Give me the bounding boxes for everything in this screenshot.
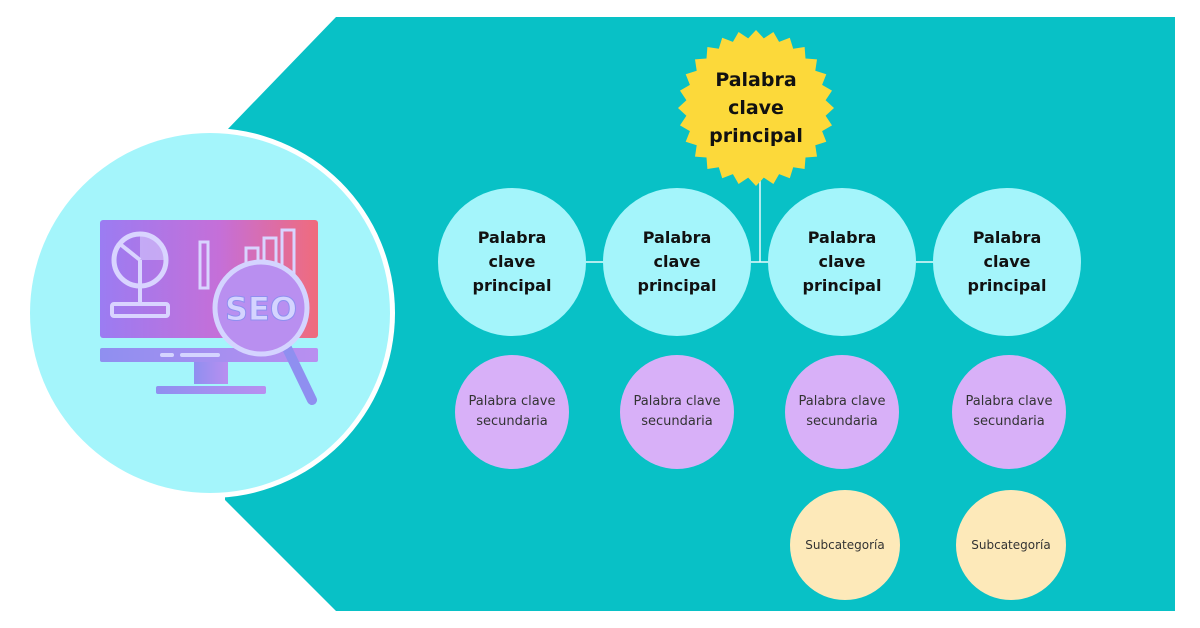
secondary-keyword-node: Palabra clave secundaria	[620, 355, 734, 469]
badge-starburst	[678, 30, 834, 186]
seo-monitor-magnifier-icon: SEO	[100, 220, 318, 405]
secondary-keyword-node: Palabra clave secundaria	[785, 355, 899, 469]
secondary-keyword-node: Palabra clave secundaria	[952, 355, 1066, 469]
secondary-keyword-node: Palabra clave secundaria	[455, 355, 569, 469]
root-keyword-badge: Palabra clave principal	[676, 30, 836, 190]
primary-keyword-node: Palabra clave principal	[768, 188, 916, 336]
starburst-shape	[678, 30, 834, 186]
subcategory-node: Subcategoría	[956, 490, 1066, 600]
primary-keyword-node: Palabra clave principal	[438, 188, 586, 336]
primary-keyword-node: Palabra clave principal	[933, 188, 1081, 336]
subcategory-node: Subcategoría	[790, 490, 900, 600]
seo-text: SEO	[225, 290, 297, 328]
primary-keyword-node: Palabra clave principal	[603, 188, 751, 336]
root-keyword-label: Palabra clave principal	[709, 69, 803, 147]
